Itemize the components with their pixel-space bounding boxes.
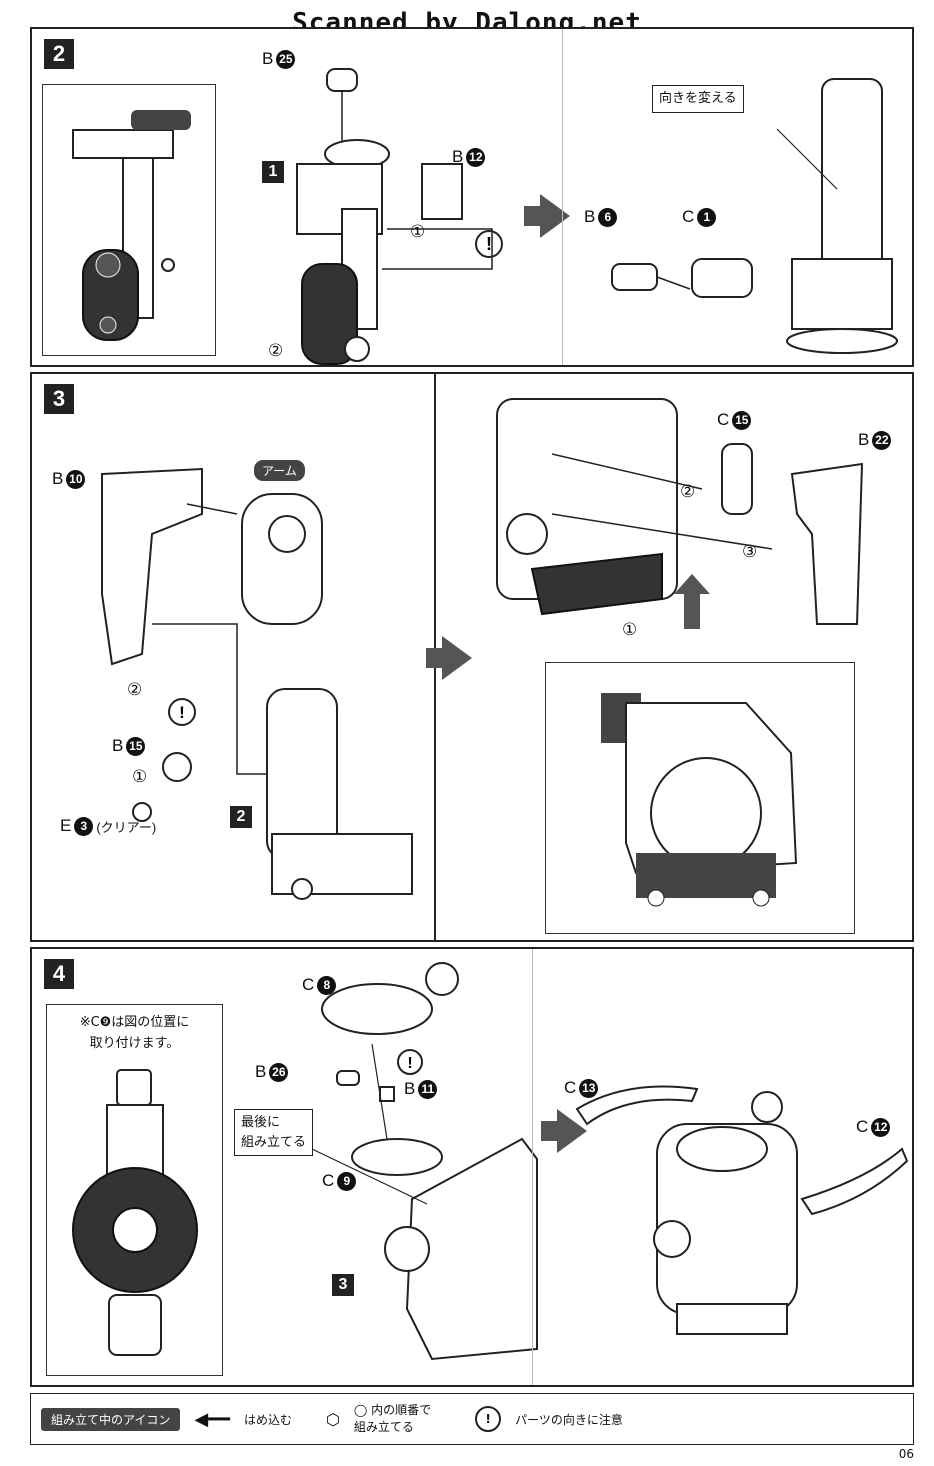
part-number: 9 (337, 1171, 357, 1191)
assemble-last-callout: 最後に 組み立てる (234, 1109, 314, 1156)
part-letter: C (682, 207, 695, 226)
inset-note-line2: 取り付けます。 (89, 1035, 180, 1051)
flow-arrow (524, 194, 570, 238)
inset-note-line1: ※C❾は図の位置に (79, 1015, 190, 1030)
page-number: 06 (898, 1447, 914, 1461)
part-letter: B (452, 147, 464, 166)
step3-right-illustration (496, 398, 864, 629)
subassembly-2-badge: 2 (230, 806, 252, 828)
part-number: 12 (871, 1117, 891, 1137)
arrow-icon: ◀━━ (194, 1408, 230, 1430)
part-number: 12 (466, 147, 486, 167)
svg-text:!: ! (407, 1055, 412, 1072)
callout-line2: 組み立てる (241, 1134, 307, 1150)
step-number: 3 (44, 384, 74, 414)
order-marker-2: ② (268, 341, 284, 360)
arm-part-illustration (72, 110, 191, 341)
part-number: 8 (317, 975, 337, 995)
part-number: 13 (579, 1078, 599, 1098)
flow-arrow (426, 636, 472, 680)
part-letter: C (856, 1117, 869, 1136)
part-number: 22 (872, 430, 892, 450)
step-divider (532, 949, 533, 1385)
step-number: 4 (44, 959, 74, 989)
part-number: 15 (126, 736, 146, 756)
order-marker-2: ② (127, 680, 143, 699)
part-letter: C (564, 1078, 577, 1097)
part-letter: C (717, 410, 730, 429)
step2-right-illustration (611, 78, 898, 354)
part-letter: C (302, 975, 315, 994)
svg-text:!: ! (179, 703, 185, 722)
part-letter: B (404, 1079, 416, 1098)
zoom-illustration (601, 693, 798, 907)
part-letter: B (255, 1062, 267, 1081)
part-number: 26 (269, 1062, 289, 1082)
step2-left-illustration: ! (296, 68, 503, 365)
arm-tag: アーム (254, 460, 305, 481)
part-letter: C (322, 1171, 335, 1190)
part-letter: B (52, 469, 64, 488)
zoom-inset (545, 662, 855, 934)
part-letter: B (858, 430, 870, 449)
part-number: 3 (74, 816, 94, 836)
order-hex-icon: ⬡ (325, 1409, 340, 1429)
icon-legend: 組み立て中のアイコン ◀━━ はめ込む ⬡ ◯ 内の順番で 組み立てる ! パー… (30, 1393, 914, 1445)
part-number: 6 (598, 207, 618, 227)
legend-badge: 組み立て中のアイコン (41, 1407, 181, 1431)
c9-position-illustration (72, 1069, 198, 1356)
part-letter: B (112, 736, 124, 755)
step-divider (562, 29, 563, 365)
part-number: 1 (697, 207, 717, 227)
clear-note: (クリアー) (96, 819, 157, 835)
callout-line1: 最後に (241, 1115, 281, 1130)
part-number: 25 (276, 49, 296, 69)
legend-order: ◯ 内の順番で 組み立てる (354, 1402, 431, 1436)
part-number: 15 (732, 410, 752, 430)
svg-text:!: ! (486, 234, 492, 254)
part-letter: B (262, 49, 274, 68)
rotate-callout: 向きを変える (652, 85, 744, 113)
part-letter: E (60, 816, 72, 835)
step-number: 2 (44, 39, 74, 69)
step4-left-illustration: ! (311, 962, 538, 1361)
order-marker-1: ① (622, 620, 638, 639)
legend-caution: パーツの向きに注意 (515, 1412, 623, 1427)
subassembly-1-badge: 1 (262, 161, 284, 183)
subassembly-3-badge: 3 (332, 1274, 354, 1296)
inset-note: ※C❾は図の位置に 取り付けます。 (47, 1013, 222, 1055)
legend-order-line2: 組み立てる (353, 1420, 414, 1434)
legend-press-in: はめ込む (243, 1412, 292, 1427)
c9-position-inset: ※C❾は図の位置に 取り付けます。 (46, 1004, 223, 1376)
part-letter: B (584, 207, 596, 226)
step4-right-illustration (575, 1085, 909, 1335)
part-number: 10 (66, 469, 86, 489)
order-marker-1: ① (132, 767, 148, 786)
caution-icon: ! (475, 1406, 502, 1432)
order-marker-1: ① (410, 222, 426, 241)
part-number: 11 (418, 1079, 438, 1099)
legend-order-line1: ◯ 内の順番で (353, 1403, 432, 1418)
step3-left-illustration: ! (101, 467, 413, 900)
detail-inset (42, 84, 216, 356)
